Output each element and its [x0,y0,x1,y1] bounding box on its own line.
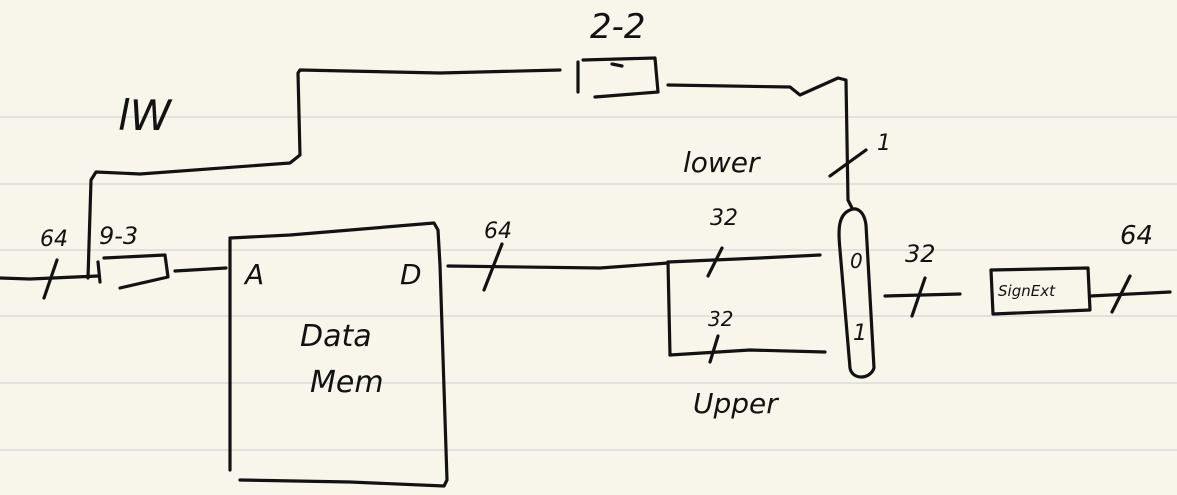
data-mem-label-line1: Data [300,319,372,354]
upper-width-tick [708,334,720,364]
data-mem-label-line2: Mem [310,365,384,400]
data-mem-block [228,221,449,488]
mux-input-0-label: 0 [850,249,863,273]
lower-wire [666,253,822,264]
output-width-label: 64 [1120,221,1153,251]
sign-ext-box [989,266,1092,316]
mux [837,207,876,379]
slice-2-2-box [576,56,660,99]
data-out-wire [446,261,670,270]
select-width-tick [828,148,868,178]
slice-9-3-box [96,253,170,290]
lw-label: lW [118,91,173,140]
input-width-tick [42,258,59,300]
split-bus [666,260,672,357]
input-width-label: 64 [40,227,68,252]
port-a-label: A [243,258,264,291]
output-width-tick [1110,274,1132,314]
sign-ext-label: SignExt [998,282,1056,300]
ruled-lines [0,116,1177,451]
data-out-width-tick [482,242,504,292]
slice-2-2-label: 2-2 [590,7,646,47]
mux-out-width-label: 32 [905,240,936,268]
slice-to-addr-wire [173,266,228,273]
lw-branch-wire [86,68,562,280]
upper-label: Upper [693,387,779,420]
port-d-label: D [400,258,422,291]
lower-width-label: 32 [710,206,738,231]
mux-out-wire [883,292,962,298]
input-wire [0,274,100,281]
select-wire [666,76,854,210]
lower-label: lower [683,146,761,179]
select-width-label: 1 [877,131,891,156]
data-out-width-label: 64 [484,219,512,244]
upper-width-label: 32 [708,307,733,331]
lower-width-tick [706,246,724,278]
mux-input-1-label: 1 [853,321,867,346]
mux-out-width-tick [910,276,927,318]
output-wire [1088,290,1172,298]
slice-9-3-label: 9-3 [99,222,138,250]
slice-2-2-stub [610,62,624,68]
upper-wire [668,348,827,357]
